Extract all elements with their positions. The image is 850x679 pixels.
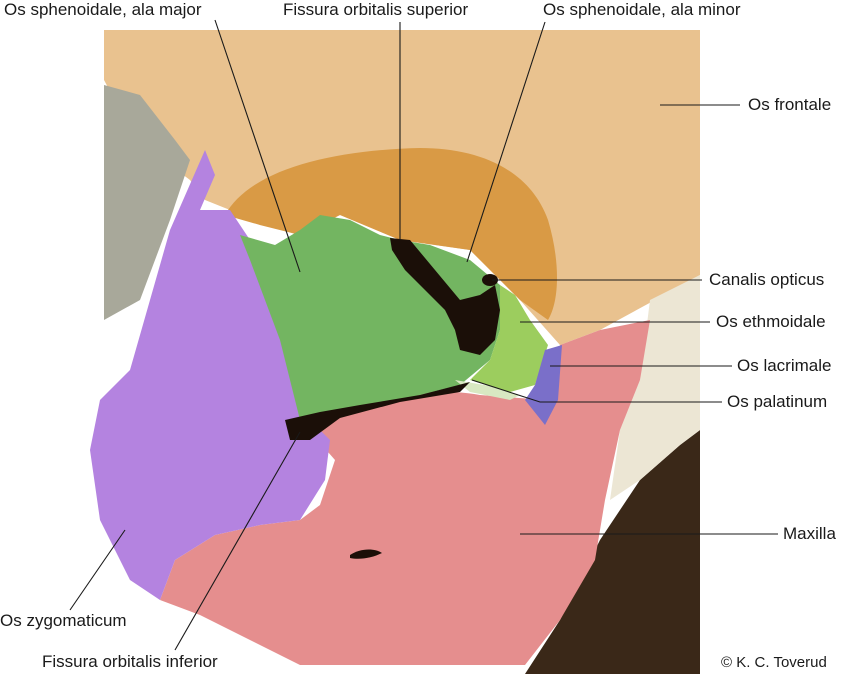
label-lacrimale: Os lacrimale <box>737 356 832 375</box>
leader-ala-minor <box>466 21 546 263</box>
ethmoid-bone <box>470 285 548 392</box>
leader-fissura-inferior <box>174 431 301 651</box>
nasal-cavity-dark <box>525 430 700 674</box>
leader-palatinum <box>471 379 722 403</box>
leader-ala-major <box>214 19 301 273</box>
optic-canal <box>482 274 498 286</box>
label-zygomaticum: Os zygomaticum <box>0 611 127 630</box>
superior-orbital-fissure <box>390 238 500 355</box>
label-canalis-opticus: Canalis opticus <box>709 270 825 289</box>
inferior-orbital-fissure <box>285 382 470 440</box>
label-ala-minor: Os sphenoidale, ala minor <box>543 0 741 19</box>
leader-zygomaticum <box>69 529 126 611</box>
label-fissura-superior: Fissura orbitalis superior <box>283 0 469 19</box>
copyright-notice: © K. C. Toverud <box>721 654 827 671</box>
nasal-bone-light <box>610 275 700 500</box>
leader-lines <box>69 19 778 651</box>
label-frontale: Os frontale <box>748 95 832 114</box>
label-ethmoidale: Os ethmoidale <box>716 312 826 331</box>
sphenoid-greater-wing <box>240 215 500 420</box>
maxilla-bone <box>160 320 650 665</box>
infraorbital-foramen <box>350 549 382 559</box>
temporal-bone-left <box>104 85 190 320</box>
lacrimal-bone <box>525 345 562 425</box>
label-palatinum: Os palatinum <box>727 392 828 411</box>
label-fissura-inferior: Fissura orbitalis inferior <box>42 652 218 671</box>
label-ala-major: Os sphenoidale, ala major <box>4 0 202 19</box>
orbit-roof <box>225 148 557 320</box>
label-maxilla: Maxilla <box>783 524 836 543</box>
palatine-bone <box>455 380 520 400</box>
zygomatic-bone <box>90 150 330 600</box>
